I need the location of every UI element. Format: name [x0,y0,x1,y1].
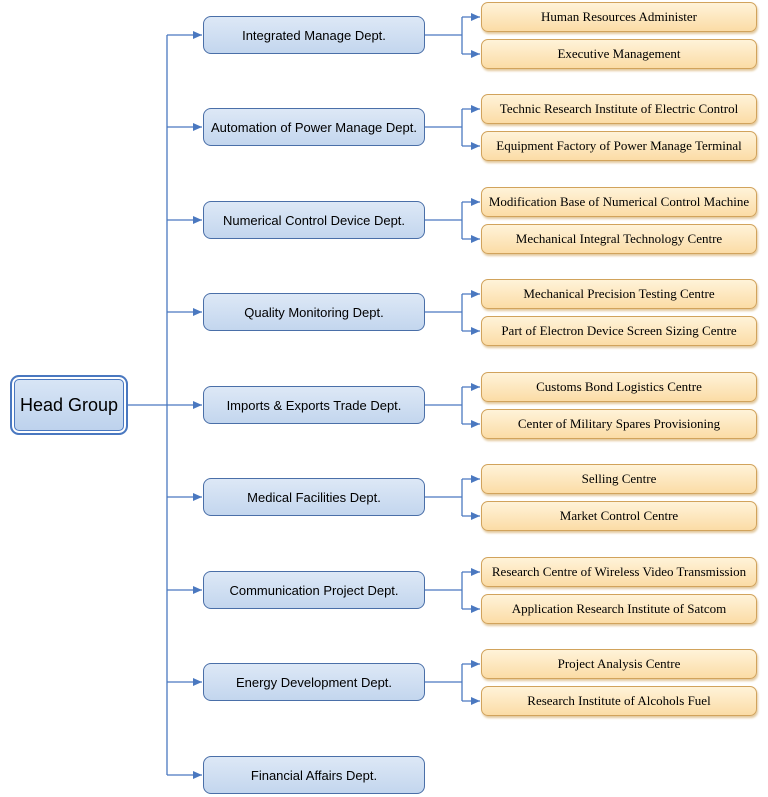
unit-arrowhead [471,327,480,335]
unit-node-label: Equipment Factory of Power Manage Termin… [496,138,742,153]
unit-node-electron-device-screen-sizing: Part of Electron Device Screen Sizing Ce… [481,316,757,346]
unit-node-label: Research Institute of Alcohols Fuel [527,693,711,708]
unit-arrowhead [471,198,480,206]
root-node-head-group: Head Group [10,375,128,435]
dept-node-label: Imports & Exports Trade Dept. [226,397,402,413]
unit-node-label: Mechanical Integral Technology Centre [515,231,723,246]
unit-arrowhead [471,512,480,520]
dept-node-label: Quality Monitoring Dept. [244,304,384,320]
unit-arrowhead [471,235,480,243]
unit-node-label: Executive Management [557,46,681,61]
dept-node-label: Communication Project Dept. [229,582,399,598]
unit-node-label: Research Centre of Wireless Video Transm… [491,564,747,579]
unit-node-project-analysis-centre: Project Analysis Centre [481,649,757,679]
dept-arrowhead [193,678,202,686]
unit-node-label: Selling Centre [581,471,657,486]
dept-node-label: Medical Facilities Dept. [247,489,381,505]
dept-arrowhead [193,31,202,39]
dept-arrowhead [193,586,202,594]
unit-node-satcom-research-institute: Application Research Institute of Satcom [481,594,757,624]
unit-node-label: Technic Research Institute of Electric C… [499,101,739,116]
unit-node-customs-bond-logistics: Customs Bond Logistics Centre [481,372,757,402]
dept-node-integrated-manage: Integrated Manage Dept. [203,16,425,54]
unit-node-label: Center of Military Spares Provisioning [517,416,721,431]
unit-arrowhead [471,50,480,58]
dept-node-label: Integrated Manage Dept. [242,27,386,43]
unit-arrowhead [471,420,480,428]
unit-node-label: Part of Electron Device Screen Sizing Ce… [501,323,737,338]
unit-arrowhead [471,605,480,613]
dept-arrowhead [193,401,202,409]
unit-arrowhead [471,568,480,576]
unit-node-label: Mechanical Precision Testing Centre [523,286,715,301]
unit-arrowhead [471,13,480,21]
unit-node-label: Human Resources Administer [541,9,697,24]
dept-node-energy-development: Energy Development Dept. [203,663,425,701]
root-node-label: Head Group [19,394,119,415]
dept-node-financial-affairs: Financial Affairs Dept. [203,756,425,794]
unit-node-wireless-video-transmission: Research Centre of Wireless Video Transm… [481,557,757,587]
dept-arrowhead [193,493,202,501]
dept-node-medical-facilities: Medical Facilities Dept. [203,478,425,516]
unit-node-military-spares-provisioning: Center of Military Spares Provisioning [481,409,757,439]
dept-node-label: Financial Affairs Dept. [250,767,378,783]
dept-arrowhead [193,771,202,779]
dept-node-label: Energy Development Dept. [235,674,393,690]
dept-node-imports-exports-trade: Imports & Exports Trade Dept. [203,386,425,424]
unit-arrowhead [471,105,480,113]
unit-arrowhead [471,475,480,483]
unit-node-selling-centre: Selling Centre [481,464,757,494]
unit-node-label: Application Research Institute of Satcom [511,601,727,616]
unit-node-mechanical-precision-testing: Mechanical Precision Testing Centre [481,279,757,309]
dept-arrowhead [193,216,202,224]
unit-node-label: Market Control Centre [559,508,679,523]
dept-node-quality-monitoring: Quality Monitoring Dept. [203,293,425,331]
dept-node-communication-project: Communication Project Dept. [203,571,425,609]
unit-arrowhead [471,660,480,668]
unit-node-human-resources-administer: Human Resources Administer [481,2,757,32]
dept-node-label: Numerical Control Device Dept. [222,212,406,228]
unit-arrowhead [471,383,480,391]
unit-node-label: Customs Bond Logistics Centre [536,379,702,394]
unit-node-label: Modification Base of Numerical Control M… [488,194,750,209]
unit-arrowhead [471,290,480,298]
unit-node-market-control-centre: Market Control Centre [481,501,757,531]
unit-node-executive-management: Executive Management [481,39,757,69]
dept-arrowhead [193,123,202,131]
unit-arrowhead [471,697,480,705]
unit-node-alcohols-fuel-institute: Research Institute of Alcohols Fuel [481,686,757,716]
dept-node-label: Automation of Power Manage Dept. [211,119,417,135]
unit-node-label: Project Analysis Centre [557,656,681,671]
unit-node-modification-base: Modification Base of Numerical Control M… [481,187,757,217]
unit-node-mechanical-integral-technology: Mechanical Integral Technology Centre [481,224,757,254]
dept-node-numerical-control-device: Numerical Control Device Dept. [203,201,425,239]
unit-node-technic-research-institute: Technic Research Institute of Electric C… [481,94,757,124]
unit-arrowhead [471,142,480,150]
dept-arrowhead [193,308,202,316]
dept-node-automation-power-manage: Automation of Power Manage Dept. [203,108,425,146]
unit-node-equipment-factory: Equipment Factory of Power Manage Termin… [481,131,757,161]
